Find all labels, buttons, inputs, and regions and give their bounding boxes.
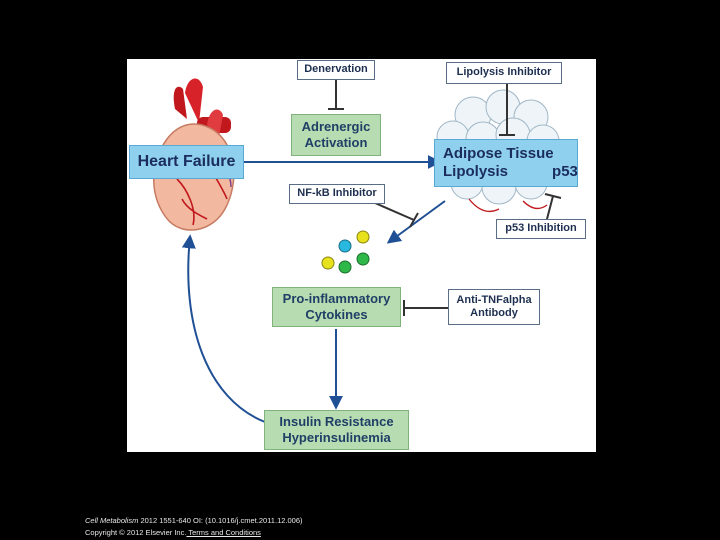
cytokine-dot (338, 260, 352, 274)
denervation-box: Denervation (297, 60, 375, 80)
cytokine-dot (356, 230, 370, 244)
nfkb-inhibitor-label: NF-kB Inhibitor (297, 187, 377, 200)
adipose-line-1: Adipose Tissue (443, 145, 554, 162)
journal-name: Cell Metabolism (85, 516, 139, 525)
p53-inhibition-box: p53 Inhibition (496, 219, 586, 239)
copyright-text: Copyright © 2012 Elsevier Inc. (85, 528, 187, 537)
citation-line: Cell Metabolism 2012 1551-640 OI: (10.10… (85, 516, 303, 525)
adrenergic-line-2: Activation (304, 135, 368, 150)
cytokine-dot (356, 252, 370, 266)
inhibit-p53 (546, 195, 554, 220)
figure-panel: Denervation Adrenergic Activation Lipoly… (127, 59, 596, 452)
anti-tnfalpha-antibody-box: Anti-TNFalpha Antibody (448, 289, 540, 325)
anti-tnf-line-2: Antibody (470, 307, 518, 319)
adipose-line-2: Lipolysis p53 (443, 163, 578, 181)
anti-tnf-line-1: Anti-TNFalpha (456, 293, 532, 306)
inhibit-nfkb (374, 202, 415, 221)
cytokine-molecules (321, 230, 370, 274)
adrenergic-line-1: Adrenergic (301, 119, 371, 135)
cytokine-dot (338, 239, 352, 253)
cytokines-line-1: Pro-inflammatory (282, 291, 391, 307)
insulin-line-1: Insulin Resistance (279, 414, 394, 430)
copyright-line: Copyright © 2012 Elsevier Inc. Terms and… (85, 528, 261, 537)
denervation-label: Denervation (304, 63, 368, 76)
activation-arrows (181, 155, 536, 423)
cytokines-line-2: Cytokines (305, 307, 368, 322)
adrenergic-activation-box: Adrenergic Activation (291, 114, 381, 156)
lipolysis-label: Lipolysis (443, 163, 509, 180)
lipolysis-inhibitor-label: Lipolysis Inhibitor (456, 66, 552, 79)
insulin-resistance-box: Insulin Resistance Hyperinsulinemia (264, 410, 409, 450)
arrow-adipose-to-cytokines (386, 200, 446, 244)
heart-failure-box: Heart Failure (129, 145, 244, 179)
terms-link[interactable]: Terms and Conditions (186, 528, 261, 537)
arrow-insulin-to-heart (181, 234, 266, 423)
citation-text: 2012 1551-640 OI: (10.1016/j.cmet.2011.1… (138, 516, 303, 525)
nfkb-inhibitor-box: NF-kB Inhibitor (289, 184, 385, 204)
p53-inhibition-label: p53 Inhibition (505, 222, 577, 235)
inhibition-lines (328, 79, 562, 316)
insulin-line-2: Hyperinsulinemia (282, 430, 391, 445)
pro-inflammatory-cytokines-box: Pro-inflammatory Cytokines (272, 287, 401, 327)
p53-label: p53 (552, 163, 578, 180)
adipose-tissue-lipolysis-box: Adipose Tissue Lipolysis p53 (434, 139, 578, 187)
cytokine-dot (321, 256, 335, 270)
lipolysis-inhibitor-box: Lipolysis Inhibitor (446, 62, 562, 84)
heart-failure-label: Heart Failure (137, 153, 236, 171)
